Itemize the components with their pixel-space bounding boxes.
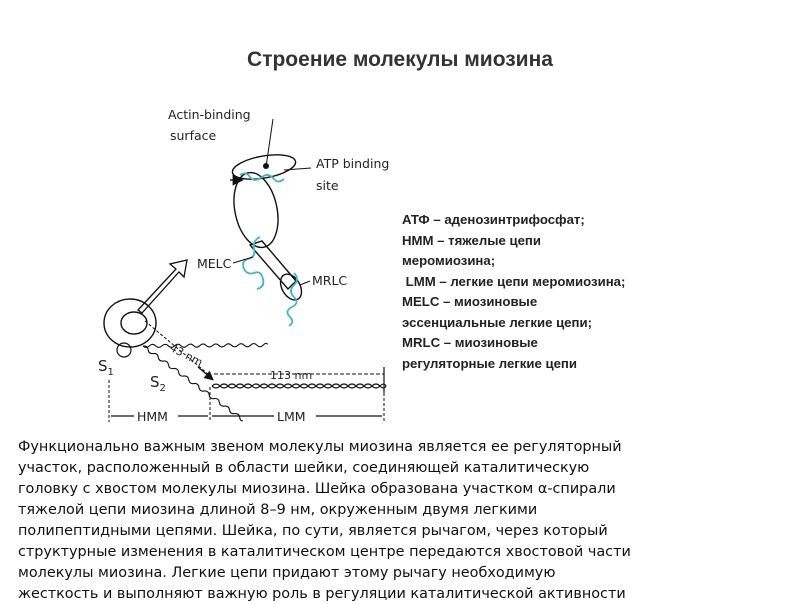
lmm-coiled-coil-b <box>211 383 387 389</box>
lmm-label-bg <box>274 407 316 425</box>
lmm-label: LMM <box>277 409 306 424</box>
hmm-label-bg <box>134 407 178 425</box>
paragraph-line: полипептидными цепями. Шейка, по сути, я… <box>18 523 608 539</box>
head-top-disc <box>231 154 297 180</box>
legend-line: АТФ – аденозинтрифосфат; <box>402 212 585 227</box>
s2-label: S2 <box>150 373 166 394</box>
melc-light-chain <box>242 236 265 290</box>
atp-binding-label-line1: ATP binding <box>316 156 389 171</box>
hmm-label: HMM <box>137 409 168 424</box>
actin-binding-label-line1: Actin-binding <box>168 107 251 122</box>
paragraph-line: молекулы миозина. Легкие цепи придают эт… <box>18 565 556 581</box>
atp-binding-label-line2: site <box>316 178 339 193</box>
paragraph-line: Функционально важным звеном молекулы мио… <box>18 439 622 455</box>
legend-line: MRLC – миозиновые <box>402 335 538 350</box>
second-head-small <box>116 342 132 358</box>
second-head-inner <box>120 311 148 335</box>
paragraph-line: головку с хвостом молекулы миозина. Шейк… <box>18 481 616 497</box>
paragraph-line: тяжелой цепи миозина длиной 8–9 нм, окру… <box>18 502 538 518</box>
legend-line: эссенциальные легкие цепи; <box>402 314 592 330</box>
neck-lever <box>248 240 297 291</box>
mrlc-pointer <box>299 280 311 286</box>
actin-binding-label-line2: surface <box>170 128 217 143</box>
s2-length-label: 43 nm <box>168 341 205 369</box>
legend-line: регуляторные легкие цепи <box>402 355 577 371</box>
rotation-arrow <box>137 259 188 314</box>
paragraph-line: жесткость и выполняют важную роль в регу… <box>18 586 626 602</box>
lmm-length-label: 113 nm <box>270 369 312 382</box>
abbreviation-legend: АТФ – аденозинтрифосфат; НММ – тяжелые ц… <box>402 210 702 374</box>
mrlc-light-chain <box>286 272 298 327</box>
melc-pointer <box>232 256 254 264</box>
description-paragraph: Функционально важным звеном молекулы мио… <box>18 437 788 605</box>
s2-coiled-coil-a <box>142 345 244 422</box>
actin-binding-pointer <box>265 118 274 168</box>
atp-site-light-chain <box>239 172 285 183</box>
head-body <box>233 171 279 249</box>
s1-label: S1 <box>98 357 114 378</box>
slide-title: Строение молекулы миозина <box>247 48 553 71</box>
myosin-structure-diagram: Actin-binding surface ATP binding site M… <box>98 107 389 425</box>
mrlc-label: MRLC <box>312 273 347 288</box>
legend-line: НММ – тяжелые цепи <box>402 232 541 248</box>
s2-coiled-coil-b <box>142 342 269 349</box>
legend-line: LMM – легкие цепи меромиозина; <box>402 273 626 289</box>
head-binding-dot <box>263 163 269 169</box>
legend-line: MELC – миозиновые <box>402 294 538 309</box>
melc-label: MELC <box>197 256 232 271</box>
paragraph-line: участок, расположенный в области шейки, … <box>18 460 590 476</box>
paragraph-line: структурные изменения в каталитическом ц… <box>18 544 631 560</box>
s2-length-line <box>144 320 209 375</box>
legend-line: меромиозина; <box>402 253 496 268</box>
neck-end <box>279 273 303 301</box>
s2-length-arrow <box>197 366 214 381</box>
